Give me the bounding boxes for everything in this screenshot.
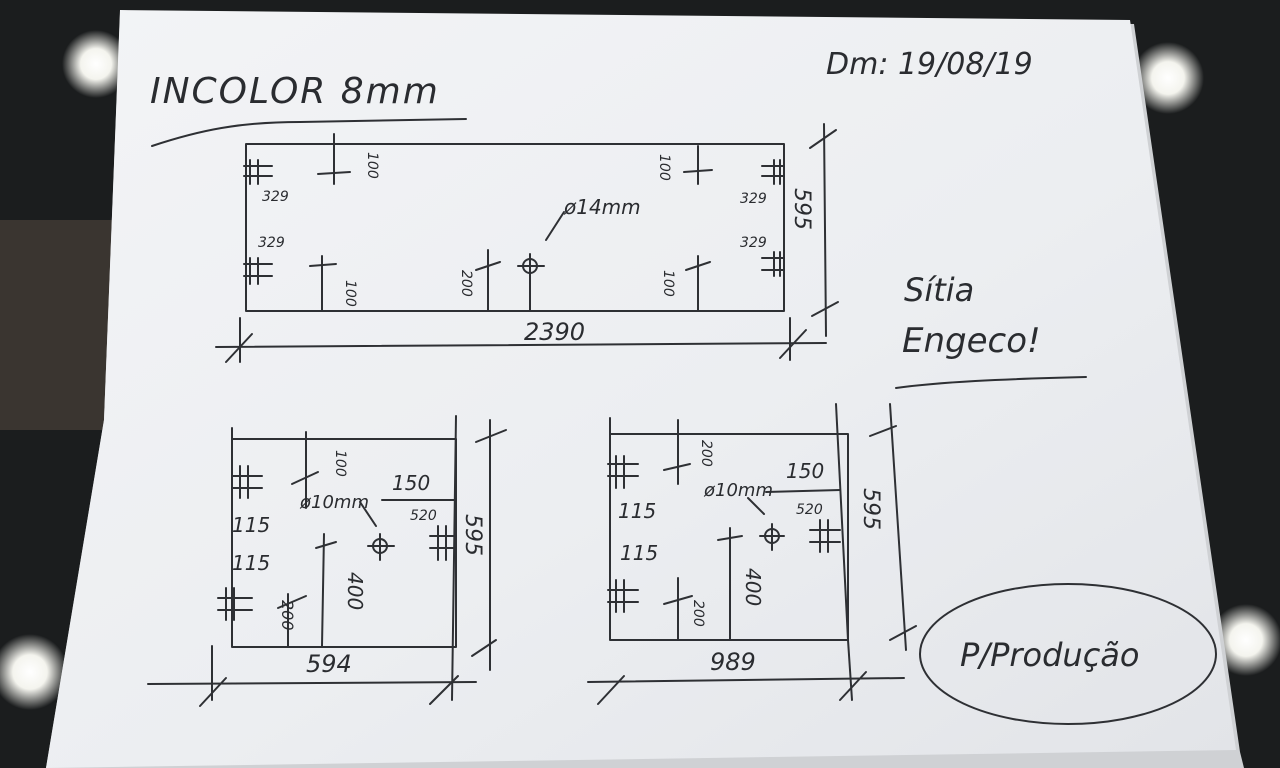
glass-panel-outline (231, 438, 457, 648)
drawing-top: 2390 595 329 329 329 329 (215, 123, 839, 363)
dimension-tick (811, 301, 839, 317)
hinge-mark-bottom (217, 587, 253, 621)
extension-line (451, 415, 457, 701)
hole-diameter-label: ø14mm (563, 195, 641, 219)
offset-marker (315, 533, 337, 647)
hole-height-label: 520 (796, 502, 823, 518)
offset-marker (683, 145, 713, 185)
hole-marker (359, 501, 395, 561)
hinge-gap-label: 150 (392, 471, 430, 495)
dimension-tick (429, 675, 459, 705)
customer-name-line1: Sítia (904, 271, 974, 309)
extension-line (847, 639, 853, 701)
notepad-sheet (46, 10, 1236, 768)
dimension-tick (809, 129, 837, 149)
hinge-spacing-label: 115 (618, 499, 656, 523)
offset-marker (717, 527, 743, 641)
customer-name-line2: Engeco! (902, 321, 1041, 361)
hinge-mark-top-right (761, 159, 785, 185)
offset-marker (317, 133, 351, 185)
hole-height-label: 520 (410, 508, 437, 524)
offset-label: 100 (342, 280, 358, 307)
hinge-gap-label: 150 (786, 459, 824, 483)
dimension-line (823, 123, 827, 337)
hinge-spacing-label: 329 (262, 189, 289, 205)
hinge-gap-line (765, 489, 841, 493)
material-label: INCOLOR 8mm (150, 71, 440, 112)
dimension-tick (199, 677, 227, 707)
light-reflection (0, 634, 68, 710)
drawing-right: 989 595 115 115 200 150 520 ø10mm (587, 403, 917, 705)
hinge-spacing-label: 329 (258, 235, 285, 251)
date-label: Dm: 19/08/19 (826, 47, 1033, 82)
hinge-spacing-label: 115 (620, 541, 658, 565)
hinge-mark-top (607, 455, 639, 489)
vertical-label: 400 (741, 568, 765, 606)
offset-marker (309, 255, 337, 311)
width-dimension: 594 (306, 650, 352, 678)
dimension-tick (779, 329, 807, 359)
height-dimension: 595 (460, 514, 485, 556)
hole-marker (517, 211, 565, 311)
hinge-mark-side (809, 519, 841, 553)
table-reflection (0, 220, 120, 430)
light-reflection (1132, 42, 1204, 114)
hole-diameter-label: ø10mm (703, 480, 773, 501)
width-dimension: 2390 (524, 318, 585, 346)
offset-marker (663, 419, 691, 485)
dimension-tick (869, 425, 897, 437)
offset-label: 200 (690, 600, 706, 627)
glass-panel-outline (245, 143, 785, 312)
dimension-line (215, 342, 827, 348)
offset-marker (685, 255, 711, 311)
height-dimension: 595 (789, 188, 814, 230)
offset-marker (277, 593, 307, 647)
dimension-tick (475, 429, 507, 443)
hinge-mark-top (231, 465, 263, 499)
hinge-mark-bottom (607, 579, 639, 613)
offset-label: 100 (364, 152, 380, 179)
offset-marker (663, 577, 693, 641)
offset-marker (291, 431, 319, 509)
hinge-mark-bottom-left (243, 257, 273, 285)
hinge-spacing-label: 115 (232, 551, 270, 575)
offset-label: 200 (458, 270, 474, 297)
offset-label: 200 (698, 440, 714, 467)
hinge-spacing-label: 115 (232, 513, 270, 537)
light-reflection (62, 30, 130, 98)
dimension-tick (597, 675, 625, 705)
dimension-line (147, 681, 477, 685)
customer-underline (895, 376, 1087, 389)
hole-diameter-label: ø10mm (299, 492, 369, 513)
dimension-line (587, 677, 905, 683)
production-stamp-circle (919, 583, 1217, 725)
offset-label: 200 (278, 600, 297, 631)
production-stamp: P/Produção (960, 636, 1139, 674)
width-dimension: 989 (710, 648, 756, 676)
hinge-spacing-label: 329 (740, 191, 767, 207)
hinge-mark-top-left (243, 159, 273, 185)
offset-label: 100 (656, 154, 672, 181)
hinge-spacing-label: 329 (740, 235, 767, 251)
hinge-mark-side (429, 525, 457, 561)
light-reflection (1210, 604, 1280, 676)
dimension-tick (471, 639, 497, 657)
dimension-tick (889, 625, 917, 641)
offset-marker (475, 249, 501, 311)
material-underline (151, 118, 467, 147)
hinge-mark-bottom-right (761, 251, 785, 277)
offset-label: 100 (660, 270, 676, 297)
drawing-left: 594 595 115 115 100 150 520 ø10mm (147, 415, 507, 707)
extension-line (835, 403, 849, 641)
offset-label: 100 (332, 450, 348, 477)
dimension-line (889, 403, 907, 651)
vertical-label: 400 (343, 572, 367, 610)
hole-marker (747, 497, 785, 551)
height-dimension: 595 (858, 488, 883, 530)
dimension-tick (839, 671, 867, 701)
